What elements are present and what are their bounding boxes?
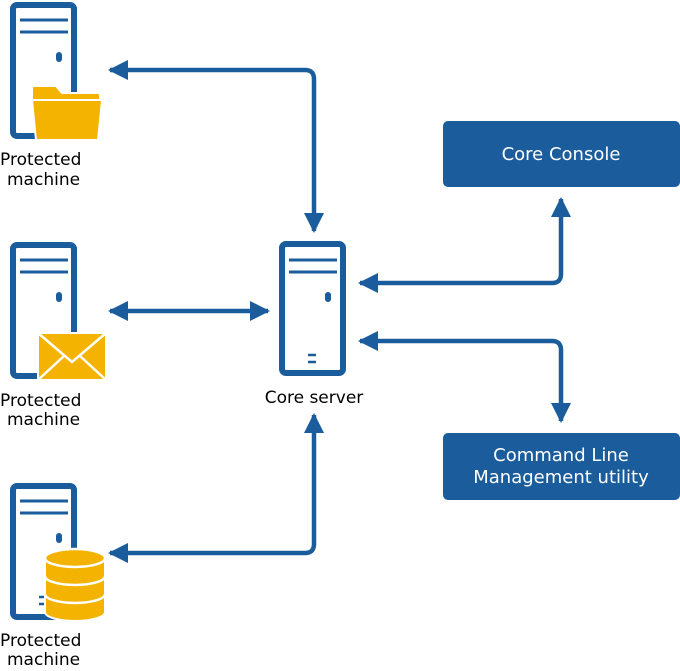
cli-utility-label-line1: Command Line: [493, 445, 629, 466]
cli-utility-box: Command Line Management utility: [443, 433, 680, 500]
protected-machine-2: Protected machine: [0, 242, 107, 430]
protected-machine-1: Protected machine: [0, 2, 104, 190]
server-tower-icon: [279, 241, 346, 376]
protected-machine-label-line2: machine: [7, 650, 80, 670]
protected-machine-label-line1: Protected: [0, 631, 81, 651]
core-console-label: Core Console: [502, 144, 621, 165]
folder-icon: [30, 85, 104, 141]
protected-machine-label-line2: machine: [7, 170, 80, 190]
connector-core-console: [357, 196, 572, 294]
connector-machine3-core: [107, 412, 325, 564]
protected-machine-label-line2: machine: [7, 410, 80, 430]
connector-machine1-core: [107, 59, 325, 234]
protected-machine-label-line1: Protected: [0, 150, 81, 170]
envelope-icon: [37, 332, 107, 381]
core-server: Core server: [265, 241, 364, 408]
cli-utility-label-line2: Management utility: [473, 467, 649, 488]
protected-machine-3: Protected machine: [0, 483, 107, 670]
protected-machine-label-line1: Protected: [0, 391, 81, 411]
core-server-label: Core server: [265, 388, 364, 408]
database-icon: [43, 547, 107, 622]
core-console-box: Core Console: [443, 121, 680, 187]
connector-core-cli: [357, 330, 572, 424]
